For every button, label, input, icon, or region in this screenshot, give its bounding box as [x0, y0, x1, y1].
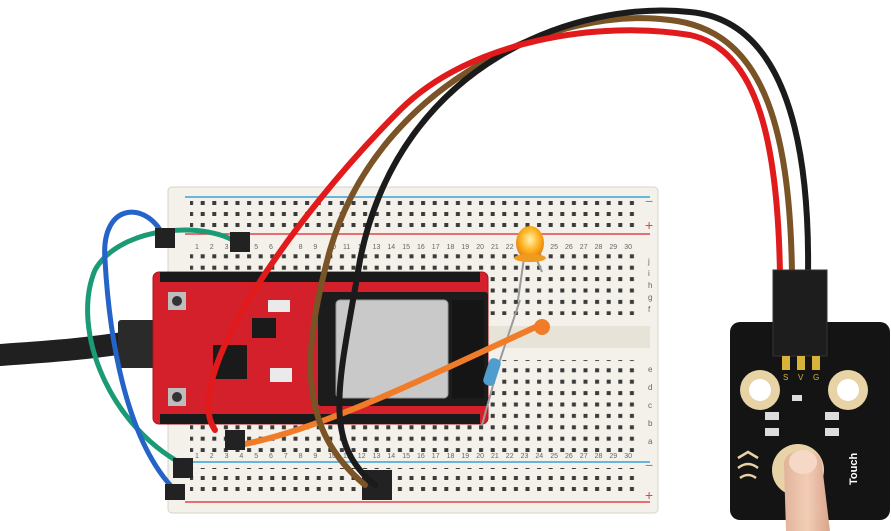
- column-number: 30: [624, 244, 632, 251]
- column-number: 13: [373, 453, 381, 460]
- module-logo-icon: [737, 450, 759, 480]
- resistor: [481, 299, 521, 426]
- column-number: 20: [476, 453, 484, 460]
- column-number: 29: [609, 453, 617, 460]
- column-number: 20: [476, 244, 484, 251]
- rail-minus-top: −: [645, 193, 653, 209]
- column-number: 22: [506, 453, 514, 460]
- column-number: 5: [254, 244, 258, 251]
- column-number: 21: [491, 453, 499, 460]
- column-number: 21: [491, 244, 499, 251]
- column-number: 22: [506, 244, 514, 251]
- column-number: 4: [239, 453, 243, 460]
- column-number: 8: [299, 244, 303, 251]
- column-number: 25: [550, 244, 558, 251]
- row-letter: d: [648, 383, 652, 392]
- column-number: 12: [358, 453, 366, 460]
- led: [514, 226, 546, 301]
- column-number: 6: [269, 244, 273, 251]
- column-number: 13: [373, 244, 381, 251]
- column-number: 1: [195, 244, 199, 251]
- row-letter: h: [648, 281, 652, 290]
- column-number: 28: [595, 244, 603, 251]
- row-letter: c: [648, 401, 652, 410]
- column-number: 17: [432, 244, 440, 251]
- column-number: 1: [195, 453, 199, 460]
- column-number: 18: [447, 244, 455, 251]
- column-number: 3: [225, 453, 229, 460]
- rail-minus-bottom: −: [645, 457, 653, 473]
- column-number: 8: [299, 453, 303, 460]
- rail-plus-bottom: +: [645, 487, 653, 503]
- column-number: 2: [210, 244, 214, 251]
- row-letter: i: [648, 269, 650, 278]
- column-number: 15: [402, 453, 410, 460]
- column-number: 6: [269, 453, 273, 460]
- rail-plus-top: +: [645, 217, 653, 233]
- row-letter: a: [648, 437, 653, 446]
- column-number: 14: [387, 453, 395, 460]
- column-number: 7: [284, 453, 288, 460]
- column-number: 30: [624, 453, 632, 460]
- pin-label: V: [798, 373, 804, 382]
- column-number: 19: [461, 453, 469, 460]
- touch-label: Touch: [848, 453, 860, 485]
- column-number: 15: [402, 244, 410, 251]
- column-number: 16: [417, 453, 425, 460]
- column-number: 23: [521, 453, 529, 460]
- row-letter: j: [647, 257, 650, 266]
- column-number: 26: [565, 453, 573, 460]
- row-letter: f: [648, 305, 651, 314]
- column-number: 2: [210, 453, 214, 460]
- row-letter: e: [648, 365, 653, 374]
- column-number: 24: [535, 453, 543, 460]
- column-number: 28: [595, 453, 603, 460]
- column-number: 27: [580, 453, 588, 460]
- column-number: 29: [609, 244, 617, 251]
- column-number: 25: [550, 453, 558, 460]
- column-number: 16: [417, 244, 425, 251]
- column-number: 9: [313, 244, 317, 251]
- column-number: 9: [313, 453, 317, 460]
- column-number: 26: [565, 244, 573, 251]
- row-letter: b: [648, 419, 653, 428]
- column-number: 11: [343, 244, 350, 251]
- sensor-cable: [205, 7, 812, 488]
- column-number: 11: [343, 453, 350, 460]
- column-number: 3: [225, 244, 229, 251]
- pin-label: G: [813, 373, 819, 382]
- column-number: 27: [580, 244, 588, 251]
- column-number: 18: [447, 453, 455, 460]
- column-number: 17: [432, 453, 440, 460]
- column-number: 5: [254, 453, 258, 460]
- column-number: 10: [328, 453, 336, 460]
- column-number: 14: [387, 244, 395, 251]
- pin-label: S: [783, 373, 788, 382]
- column-number: 19: [461, 244, 469, 251]
- row-letter: g: [648, 293, 652, 302]
